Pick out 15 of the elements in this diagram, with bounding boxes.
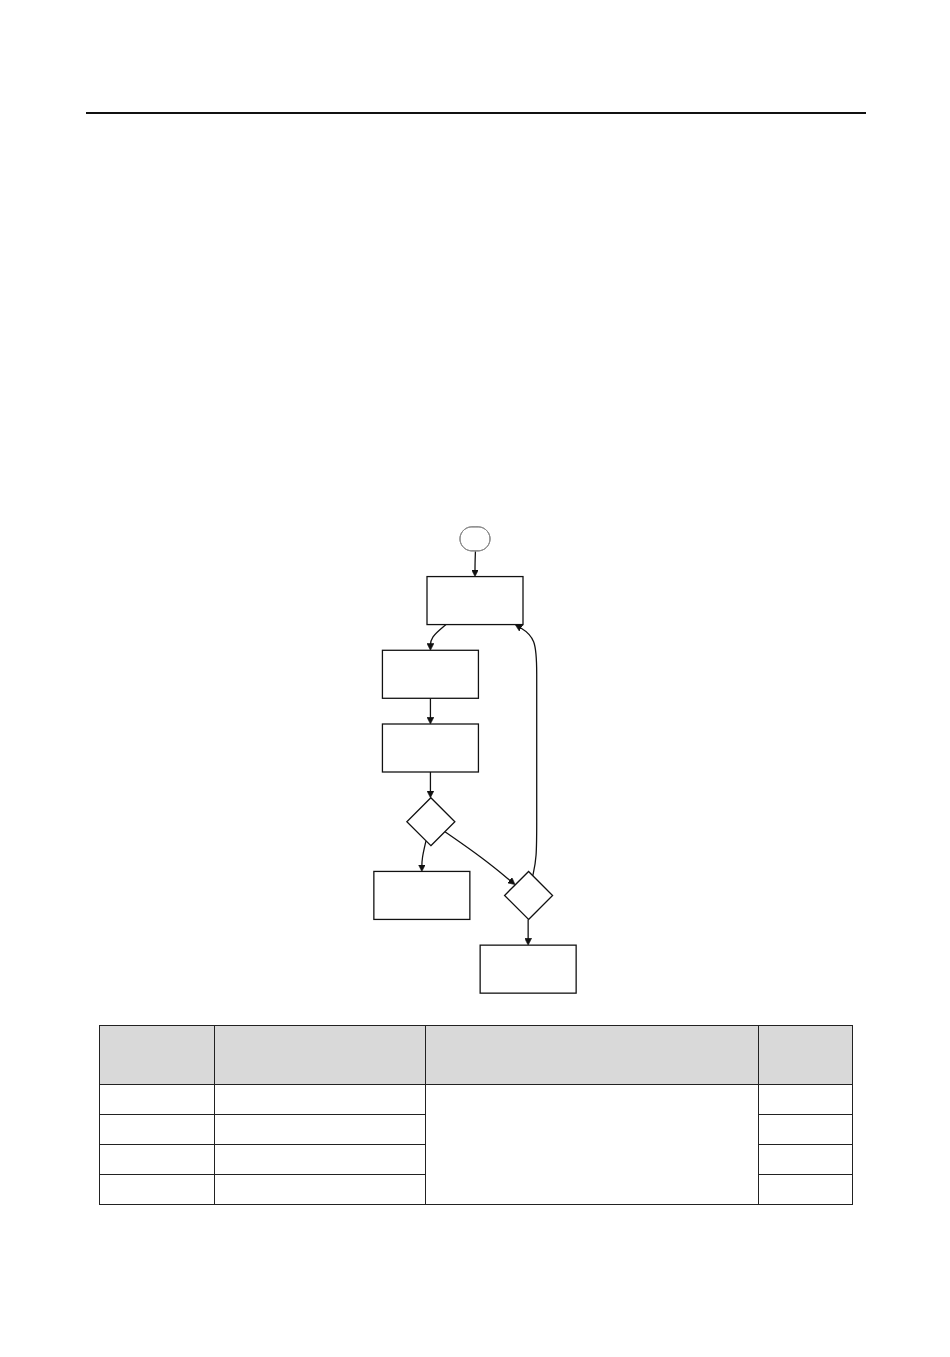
node-box [426, 575, 524, 626]
node-box [373, 870, 471, 921]
arrow [426, 771, 435, 799]
arrow [524, 918, 532, 946]
arrow [426, 697, 435, 725]
node-diamond [503, 870, 554, 921]
arrow [426, 623, 447, 651]
node-box [381, 649, 480, 699]
arrow [443, 830, 516, 885]
node-diamond [405, 796, 456, 847]
arrow [471, 550, 479, 577]
arrow [418, 840, 427, 872]
node-box [479, 944, 577, 994]
arrow [514, 624, 538, 877]
node-box [381, 723, 480, 773]
